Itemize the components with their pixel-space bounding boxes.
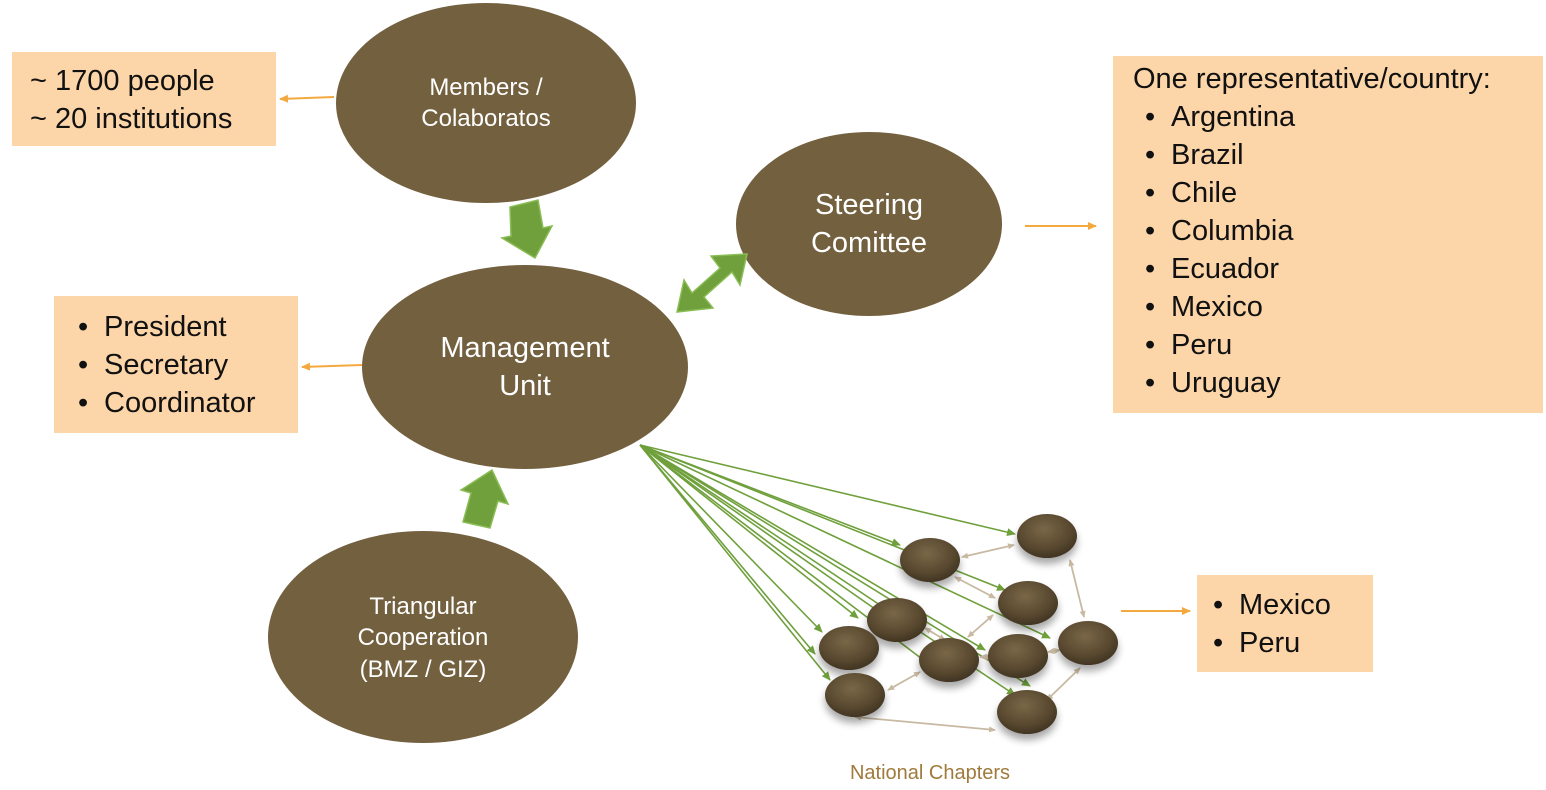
triangular-label: Triangular Cooperation (BMZ / GIZ) (313, 578, 533, 698)
fan-arrow (639, 444, 859, 619)
steering-label: Steering Comittee (759, 180, 979, 270)
chapter-disc (819, 626, 879, 670)
list-item: •Argentina (1133, 98, 1543, 136)
chapter-disc (867, 598, 927, 642)
list-item: •Ecuador (1133, 250, 1543, 288)
triangular-label-line: Triangular (369, 593, 477, 621)
fan-arrow (639, 444, 1051, 639)
list-item: •Mexico (1201, 586, 1373, 624)
members-to-stats-arrow (279, 94, 335, 103)
steering-label-line: Steering (814, 189, 923, 222)
members-ellipse (336, 3, 636, 203)
list-item: •Uruguay (1133, 364, 1543, 402)
management-ellipse (362, 265, 688, 469)
management-roles-box: •President •Secretary •Coordinator (54, 296, 298, 433)
steering-countries-box: One representative/country: •Argentina •… (1113, 56, 1543, 413)
fan-arrow (639, 444, 889, 619)
members-stats-box: ~ 1700 people ~ 20 institutions (12, 52, 276, 146)
chapter-disc (988, 634, 1048, 678)
chapters-countries-box: •Mexico •Peru (1197, 575, 1373, 672)
chapter-disc (1017, 514, 1077, 558)
bullet-icon: • (1213, 627, 1224, 659)
list-item: •Peru (1201, 624, 1373, 662)
triangular-ellipse (268, 531, 578, 743)
chapter-disc (997, 690, 1057, 734)
list-item: •Secretary (66, 346, 298, 384)
members-down-arrow (500, 199, 554, 260)
triangular-label-line: Cooperation (357, 624, 489, 652)
chapter-disc (998, 581, 1058, 625)
chapter-disc (919, 638, 979, 682)
management-label: Management Unit (405, 320, 645, 416)
fan-arrow (639, 444, 831, 681)
chapter-disc (900, 538, 960, 582)
steering-countries-list: •Argentina •Brazil •Chile •Columbia •Ecu… (1133, 98, 1543, 402)
list-item: •Chile (1133, 174, 1543, 212)
bullet-icon: • (78, 311, 89, 343)
chapter-disc (1058, 621, 1118, 665)
fan-arrow (639, 444, 823, 633)
list-item: •Columbia (1133, 212, 1543, 250)
chapter-discs (819, 514, 1118, 734)
bullet-icon: • (1145, 215, 1156, 247)
fan-arrow (639, 444, 986, 651)
members-stats-line: ~ 1700 people (30, 65, 215, 97)
triangular-label-line: (BMZ / GIZ) (359, 655, 487, 683)
list-item: •Coordinator (66, 384, 298, 422)
triangular-up-arrow (459, 468, 510, 529)
members-stats-line: ~ 20 institutions (30, 103, 233, 135)
bullet-icon: • (1145, 253, 1156, 285)
chapters-countries-list: •Mexico •Peru (1201, 586, 1373, 662)
list-item: •Peru (1133, 326, 1543, 364)
steering-label-line: Comittee (810, 227, 928, 259)
bullet-icon: • (1145, 367, 1156, 399)
chapter-links (854, 543, 1086, 733)
list-item: •President (66, 308, 298, 346)
members-label-line: Colaboratos (421, 105, 551, 132)
management-label-line: Management (440, 332, 610, 365)
steering-ellipse (736, 132, 1002, 316)
steering-management-double-arrow (676, 253, 748, 313)
management-roles-list: •President •Secretary •Coordinator (66, 308, 298, 422)
list-item: •Mexico (1133, 288, 1543, 326)
management-to-roles-arrow (301, 362, 363, 371)
bullet-icon: • (78, 387, 89, 419)
chapter-disc (825, 673, 885, 717)
bullet-icon: • (78, 349, 89, 381)
members-label: Members / Colaboratos (376, 58, 596, 148)
management-label-line: Unit (499, 370, 551, 402)
bullet-icon: • (1145, 101, 1156, 133)
bullet-icon: • (1145, 139, 1156, 171)
bullet-icon: • (1145, 329, 1156, 361)
fan-arrow (639, 444, 1016, 537)
bullet-icon: • (1145, 177, 1156, 209)
bullet-icon: • (1213, 589, 1224, 621)
steering-countries-heading: One representative/country: (1133, 63, 1491, 95)
chapters-caption: National Chapters (849, 762, 1011, 784)
members-label-line: Members / (429, 73, 543, 101)
list-item: •Brazil (1133, 136, 1543, 174)
bullet-icon: • (1145, 291, 1156, 323)
